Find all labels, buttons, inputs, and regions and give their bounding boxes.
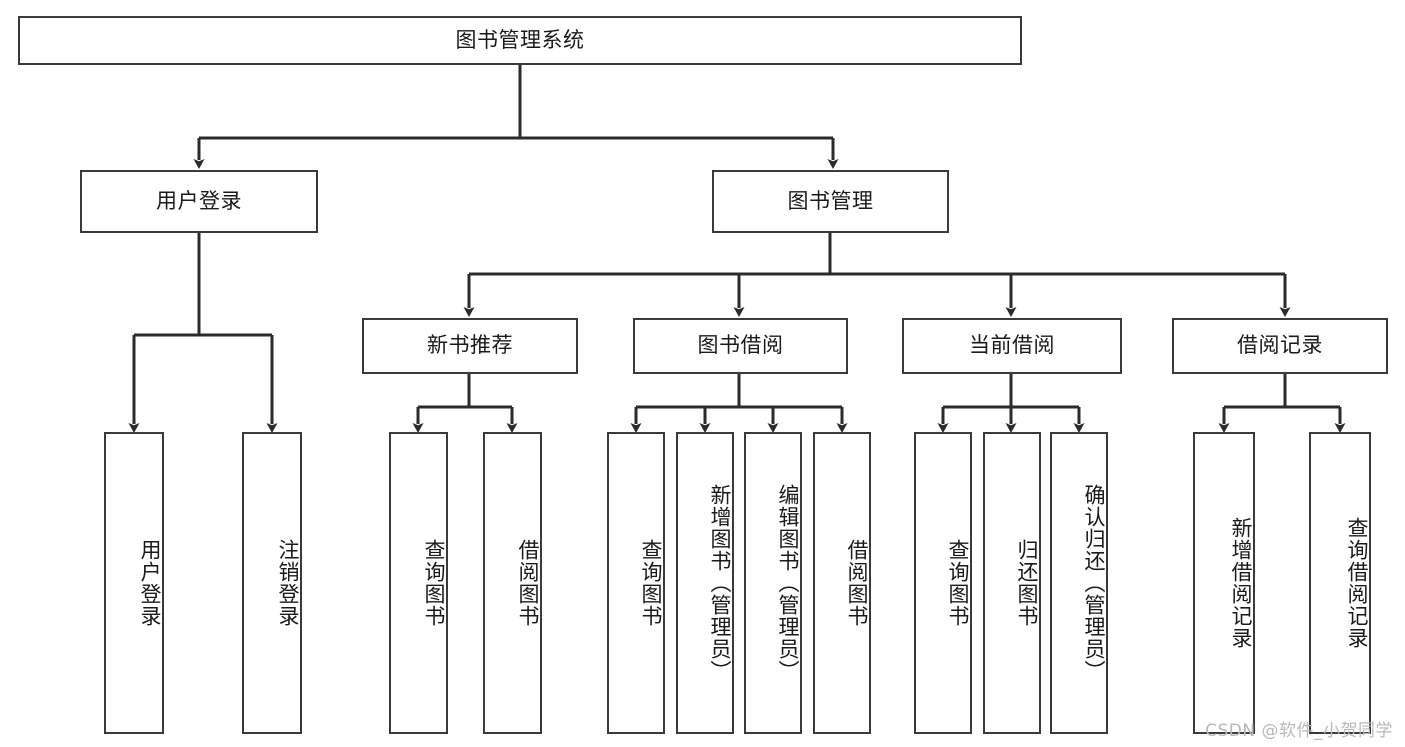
node-label: 注销登录 [276, 539, 300, 627]
node-label: 用户登录 [156, 188, 242, 213]
node-label: 归还图书 [1015, 539, 1039, 627]
node-book-management[interactable]: 图书管理 [712, 170, 949, 233]
node-label: 图书管理 [787, 188, 874, 213]
node-label: 编辑图书（管理员） [776, 484, 800, 682]
node-label: 新增借阅记录 [1229, 517, 1253, 649]
leaf-current-confirm-return-admin[interactable]: 确认归还（管理员） [1050, 432, 1108, 734]
leaf-current-return-book[interactable]: 归还图书 [983, 432, 1041, 734]
leaf-record-query-record[interactable]: 查询借阅记录 [1309, 432, 1371, 734]
node-label: 查询图书 [422, 539, 446, 627]
node-label: 查询图书 [639, 539, 663, 627]
node-user-login[interactable]: 用户登录 [80, 170, 318, 233]
node-label: 借阅图书 [516, 539, 540, 627]
leaf-borrow-borrow-book[interactable]: 借阅图书 [813, 432, 871, 734]
leaf-record-add-record[interactable]: 新增借阅记录 [1193, 432, 1255, 734]
node-book-borrow[interactable]: 图书借阅 [633, 318, 848, 374]
leaf-borrow-add-book-admin[interactable]: 新增图书（管理员） [676, 432, 734, 734]
node-label: 用户登录 [138, 539, 162, 627]
node-label: 图书借阅 [697, 333, 784, 358]
leaf-user-login-logout[interactable]: 注销登录 [242, 432, 302, 734]
leaf-recommend-query-book[interactable]: 查询图书 [389, 432, 448, 734]
leaf-user-login-login[interactable]: 用户登录 [104, 432, 164, 734]
leaf-borrow-edit-book-admin[interactable]: 编辑图书（管理员） [744, 432, 802, 734]
node-label: 图书管理系统 [455, 27, 585, 52]
node-label: 查询图书 [946, 539, 970, 627]
node-label: 借阅图书 [845, 539, 869, 627]
node-label: 当前借阅 [969, 333, 1055, 358]
node-label: 新书推荐 [427, 333, 513, 358]
node-borrow-record[interactable]: 借阅记录 [1172, 318, 1388, 374]
node-label: 借阅记录 [1237, 333, 1323, 358]
node-current-borrow[interactable]: 当前借阅 [902, 318, 1122, 374]
node-label: 确认归还（管理员） [1082, 484, 1106, 682]
node-root-system[interactable]: 图书管理系统 [18, 16, 1022, 65]
node-label: 新增图书（管理员） [708, 484, 732, 682]
leaf-current-query-book[interactable]: 查询图书 [914, 432, 972, 734]
node-label: 查询借阅记录 [1345, 517, 1369, 649]
node-new-book-recommend[interactable]: 新书推荐 [362, 318, 578, 374]
leaf-borrow-query-book[interactable]: 查询图书 [607, 432, 665, 734]
csdn-watermark: CSDN @软件_小贺同学 [1205, 721, 1393, 741]
leaf-recommend-borrow-book[interactable]: 借阅图书 [483, 432, 542, 734]
